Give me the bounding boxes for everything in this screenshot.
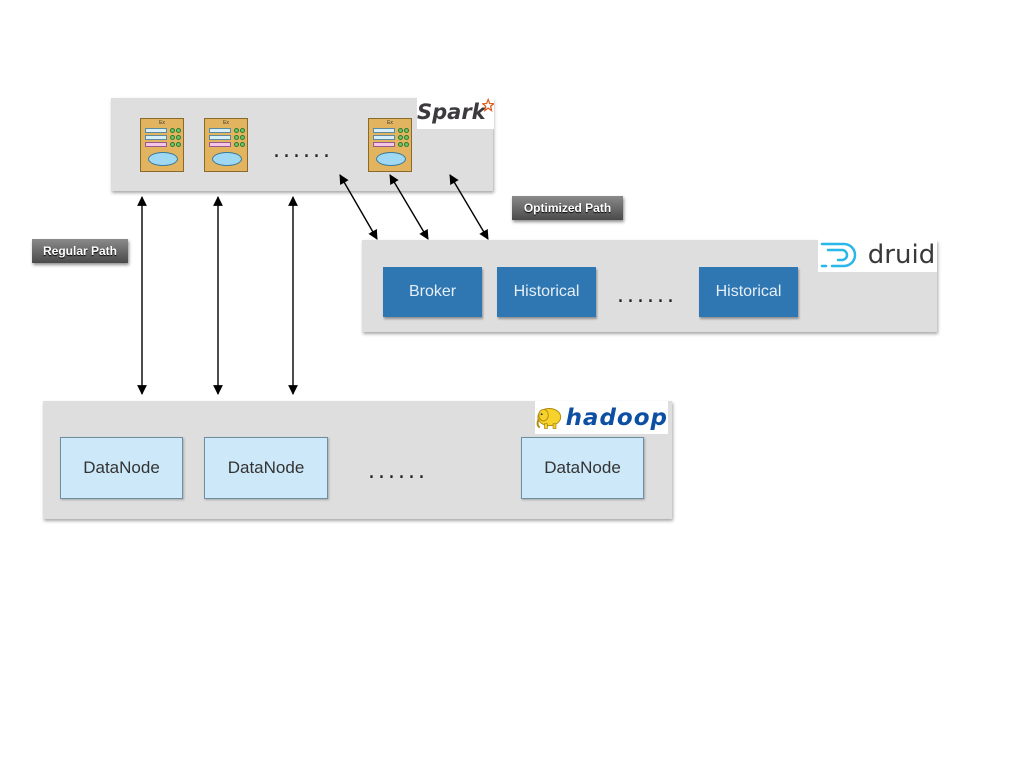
spark-ellipsis: ...... xyxy=(273,138,333,163)
executor-title: Ex xyxy=(159,120,165,126)
executor-slot xyxy=(209,142,231,147)
executor-slot xyxy=(209,128,231,133)
optimized-path-arrow xyxy=(449,174,489,240)
druid-d-icon xyxy=(820,242,856,268)
task-icon xyxy=(176,128,181,133)
task-icon xyxy=(404,135,409,140)
executor-title: Ex xyxy=(387,120,393,126)
task-icon xyxy=(234,142,239,147)
regular-path-label: Regular Path xyxy=(32,239,128,263)
spark-logo-text: Spark xyxy=(417,100,486,124)
druid-broker-node: Broker xyxy=(383,267,482,317)
task-icon xyxy=(240,135,245,140)
optimized-path-label: Optimized Path xyxy=(512,196,623,220)
task-icon xyxy=(176,142,181,147)
executor-slot xyxy=(373,135,395,140)
task-icon xyxy=(170,128,175,133)
cache-cloud-icon xyxy=(212,152,242,166)
executor-slot xyxy=(145,135,167,140)
spark-executor-n: Ex xyxy=(368,118,412,172)
optimized-path-arrow xyxy=(389,174,429,240)
hadoop-ellipsis: ...... xyxy=(368,459,428,484)
executor-slot xyxy=(145,128,167,133)
task-icon xyxy=(398,128,403,133)
task-icon xyxy=(240,128,245,133)
task-icon xyxy=(404,142,409,147)
task-icon xyxy=(176,135,181,140)
cache-cloud-icon xyxy=(376,152,406,166)
spark-logo: Spark xyxy=(417,95,494,129)
hadoop-logo: hadoop xyxy=(535,401,668,434)
task-icon xyxy=(240,142,245,147)
task-icon xyxy=(398,142,403,147)
task-icon xyxy=(234,135,239,140)
task-icon xyxy=(170,142,175,147)
druid-historical-node: Historical xyxy=(497,267,596,317)
spark-executor-1: Ex xyxy=(140,118,184,172)
hadoop-logo-text: hadoop xyxy=(565,404,668,431)
task-icon xyxy=(398,135,403,140)
druid-ellipsis: ...... xyxy=(617,283,677,308)
spark-star-icon xyxy=(481,97,494,113)
executor-slot xyxy=(209,135,231,140)
optimized-path-arrow xyxy=(339,174,378,240)
hadoop-elephant-icon xyxy=(536,407,562,429)
cache-cloud-icon xyxy=(148,152,178,166)
druid-logo-text: druid xyxy=(867,240,936,270)
task-icon xyxy=(234,128,239,133)
executor-title: Ex xyxy=(223,120,229,126)
druid-historical-node: Historical xyxy=(699,267,798,317)
druid-logo: druid xyxy=(818,238,937,272)
task-icon xyxy=(404,128,409,133)
spark-executor-2: Ex xyxy=(204,118,248,172)
executor-slot xyxy=(145,142,167,147)
executor-slot xyxy=(373,128,395,133)
executor-slot xyxy=(373,142,395,147)
task-icon xyxy=(170,135,175,140)
hadoop-datanode: DataNode xyxy=(60,437,183,499)
hadoop-datanode: DataNode xyxy=(521,437,644,499)
hadoop-datanode: DataNode xyxy=(204,437,328,499)
